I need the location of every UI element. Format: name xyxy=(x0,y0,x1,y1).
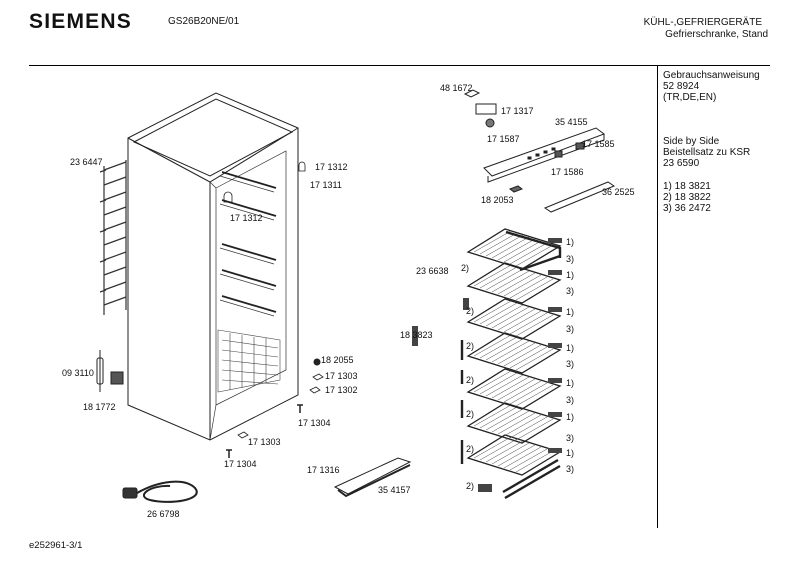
part-label: 17 1586 xyxy=(551,167,584,177)
drawing-id: e252961-3/1 xyxy=(29,540,83,551)
category-title: KÜHL-,GEFRIERGERÄTE xyxy=(643,17,762,28)
part-label: 18 3823 xyxy=(400,330,433,340)
part-label: 17 1311 xyxy=(310,180,342,190)
part-label: 18 1772 xyxy=(83,402,116,412)
bottom-cover-drawing xyxy=(333,457,412,498)
callout-3: 3) xyxy=(566,395,575,405)
part-label: 18 2053 xyxy=(481,195,514,205)
part-label: 26 6798 xyxy=(147,509,180,519)
part-label: 36 2525 xyxy=(602,187,635,197)
callout-2: 2) xyxy=(466,409,475,419)
part-label: 17 1587 xyxy=(487,134,520,144)
power-cord-drawing xyxy=(122,480,198,503)
header-divider xyxy=(29,65,770,66)
part-label: 09 3110 xyxy=(62,368,94,378)
part-label: 23 6638 xyxy=(416,266,449,276)
callout-3: 3) xyxy=(566,359,575,369)
callout-1: 1) xyxy=(566,378,575,388)
sidebar-divider xyxy=(657,65,658,528)
part-label: 17 1585 xyxy=(582,139,615,149)
note-2: 2) 18 3822 xyxy=(663,192,711,203)
callout-3: 3) xyxy=(566,254,575,264)
side-by-side-title: Side by Side xyxy=(663,136,720,147)
side-by-side-number: 23 6590 xyxy=(663,158,700,169)
part-label: 17 1302 xyxy=(325,385,358,395)
part-label: 35 4157 xyxy=(378,485,411,495)
note-3: 3) 36 2472 xyxy=(663,203,711,214)
part-label: 17 1303 xyxy=(325,371,358,381)
callout-3: 3) xyxy=(566,324,575,334)
callout-1: 1) xyxy=(566,270,575,280)
model-number: GS26B20NE/01 xyxy=(168,16,240,27)
part-label: 35 4155 xyxy=(555,117,588,127)
side-by-side-kit: Beistellsatz zu KSR xyxy=(663,147,751,158)
callout-1: 1) xyxy=(566,237,575,247)
part-label: 17 1304 xyxy=(298,418,331,428)
shelf-stack-drawing xyxy=(412,228,562,500)
callout-2-clip: 2) xyxy=(466,481,475,491)
callout-2: 2) xyxy=(466,375,475,385)
part-label: 17 1303 xyxy=(248,437,281,447)
callout-1: 1) xyxy=(566,412,575,422)
callout-1: 1) xyxy=(566,448,575,458)
part-label: 48 1672 xyxy=(440,83,473,93)
manual-number: 52 8924 xyxy=(663,81,700,92)
callout-2: 2) xyxy=(466,444,475,454)
callout-1: 1) xyxy=(566,307,575,317)
note-1: 1) 18 3821 xyxy=(663,181,711,192)
part-label: 17 1312 xyxy=(315,162,348,172)
manual-title: Gebrauchsanweisung xyxy=(663,70,760,81)
callout-3: 3) xyxy=(566,286,575,296)
brand-logo: SIEMENS xyxy=(29,10,132,33)
part-label: 17 1317 xyxy=(501,106,534,116)
part-label: 18 2055 xyxy=(321,355,354,365)
callout-3: 3) xyxy=(566,464,575,474)
part-label: 23 6447 xyxy=(70,157,103,167)
small-parts-left xyxy=(96,161,324,458)
callout-2: 2) xyxy=(461,263,470,273)
cabinet-drawing xyxy=(99,92,299,441)
callout-2: 2) xyxy=(466,341,475,351)
callout-1: 1) xyxy=(566,343,575,353)
subcategory-title: Gefrierschranke, Stand xyxy=(665,29,768,40)
manual-languages: (TR,DE,EN) xyxy=(663,92,717,103)
part-label: 17 1316 xyxy=(307,465,340,475)
callout-3: 3) xyxy=(566,433,575,443)
callout-2: 2) xyxy=(466,306,475,316)
part-label: 17 1304 xyxy=(224,459,257,469)
part-label: 17 1312 xyxy=(230,213,263,223)
control-panel-drawing xyxy=(463,89,616,213)
